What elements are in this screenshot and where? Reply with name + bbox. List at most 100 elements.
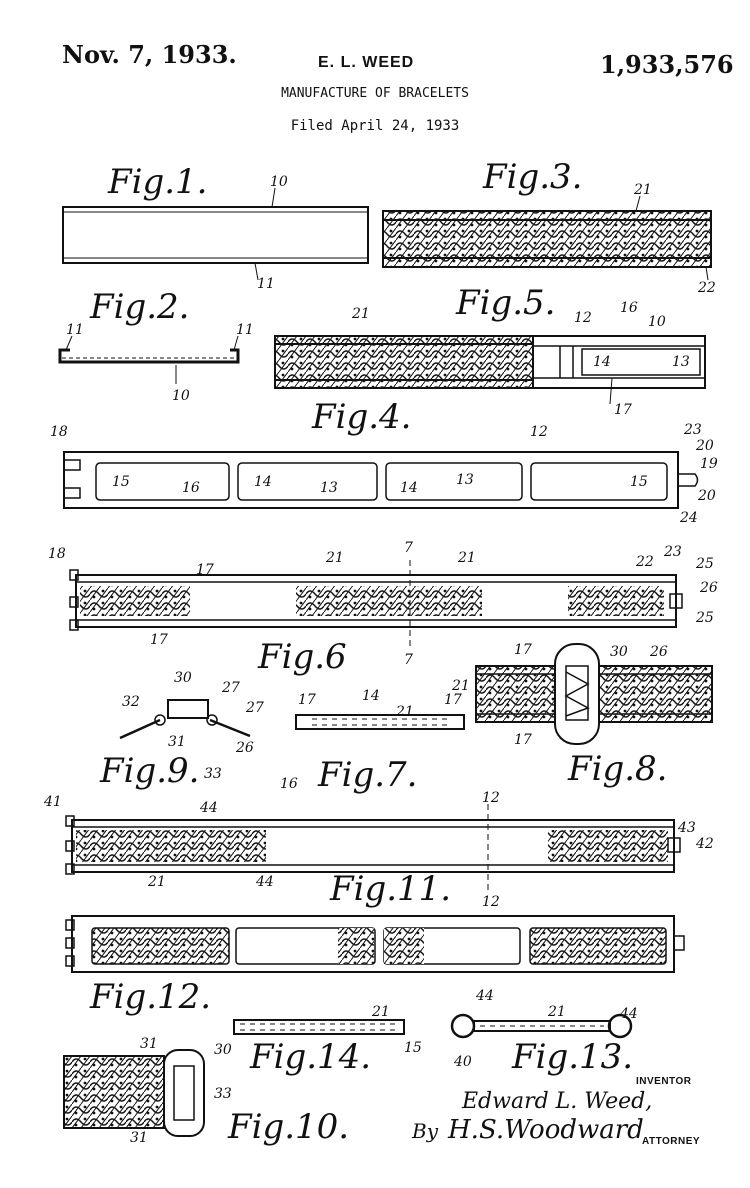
inventor-name: E. L. WEED [318,54,415,71]
ref-25-fig6-top: 25 [695,556,714,572]
ref-18-fig4: 18 [50,424,68,440]
ref-14-fig5: 14 [593,354,611,370]
ref-7-fig6-top: 7 [404,540,413,556]
ref-25-fig6-bottom: 25 [695,610,714,626]
ref-24-fig4: 24 [679,510,698,526]
ref-26-fig8: 26 [649,644,668,660]
ref-31-fig9: 31 [168,734,186,750]
filed-date: Filed April 24, 1933 [290,118,460,134]
ref-15-fig4-left: 15 [112,474,130,490]
ref-15-fig4-right: 15 [630,474,648,490]
fig7-drawing [295,714,465,730]
ref-22-fig3: 22 [697,280,716,296]
ref-16-fig5: 16 [620,300,638,316]
ref-30-fig10: 30 [214,1042,232,1058]
fig1-drawing [62,187,369,281]
ref-44-fig11-top: 44 [199,800,218,816]
ref-44-fig11-bottom: 44 [255,874,274,890]
fig3-drawing [382,195,712,281]
ref-23-fig4: 23 [683,422,702,438]
ref-20-fig4-bottom: 20 [697,488,716,504]
ref-17-fig8-bottom: 17 [514,732,532,748]
ref-13-fig5: 13 [672,354,690,370]
ref-30-fig8: 30 [610,644,628,660]
fig9-label: Fig.9. [99,751,199,791]
ref-32-fig9: 32 [122,694,140,710]
ref-17-fig7-left: 17 [298,692,316,708]
ref-41-fig11: 41 [43,794,62,810]
fig14-label: Fig.14. [249,1037,371,1077]
attorney-caption: ATTORNEY [642,1136,700,1147]
ref-12-fig4: 12 [530,424,548,440]
ref-7-fig6-bottom: 7 [404,652,413,668]
ref-42-fig11: 42 [695,836,714,852]
ref-14-fig7: 14 [362,688,380,704]
ref-18-fig6: 18 [48,546,66,562]
patent-title: MANUFACTURE OF BRACELETS [281,86,469,101]
ref-11: 11 [257,276,275,292]
ref-33-fig10: 33 [214,1086,232,1102]
ref-21-fig6-b: 21 [457,550,476,566]
ref-27-fig9: 27 [245,700,264,716]
ref-43-fig11: 43 [677,820,696,836]
ref-21-fig8: 21 [451,678,470,694]
fig12-drawing [65,915,685,973]
ref-14-fig4-b: 14 [400,480,418,496]
fig6-drawing [69,560,683,648]
fig14-drawing [233,1019,405,1035]
ref-11-fig2-left: 11 [66,322,84,338]
ref-30-fig9: 30 [174,670,192,686]
ref-10-fig5: 10 [648,314,666,330]
ref-21-fig5: 21 [351,306,370,322]
ref-12-fig11-bottom: 12 [482,894,500,910]
ref-22-fig6: 22 [635,554,654,570]
ref-33-fig9: 33 [204,766,222,782]
patent-date: Nov. 7, 1933. [62,40,237,69]
fig12-label: Fig.12. [89,977,211,1017]
attorney-signature: H.S.Woodward [447,1115,644,1145]
ref-31-fig10-top: 31 [140,1036,158,1052]
fig2-drawing [58,335,240,384]
fig6-label: Fig.6 [257,637,347,677]
fig5-drawing [274,335,706,405]
ref-13-fig4-a: 13 [320,480,338,496]
ref-17-fig6-top: 17 [196,562,214,578]
fig11-drawing [65,804,681,894]
ref-17-fig7-right: 17 [444,692,462,708]
fig7-label: Fig.7. [317,755,417,795]
ref-16-fig7: 16 [280,776,298,792]
ref-16-fig4: 16 [182,480,200,496]
ref-14-fig4-a: 14 [254,474,272,490]
ref-40-fig13: 40 [453,1054,472,1070]
ref-13-fig4-b: 13 [456,472,474,488]
fig11-label: Fig.11. [329,869,451,909]
by-label: By [411,1119,439,1143]
ref-11-fig2-right: 11 [236,322,254,338]
ref-10: 10 [270,174,288,190]
fig13-label: Fig.13. [511,1037,633,1077]
ref-15-fig14: 15 [404,1040,422,1056]
ref-17-fig6-bottom: 17 [150,632,168,648]
inventor-signature: Edward L. Weed, [461,1089,652,1114]
ref-21-fig7: 21 [395,704,414,720]
ref-21-fig11: 21 [147,874,166,890]
fig10-label: Fig.10. [227,1107,349,1147]
ref-12-fig11-top: 12 [482,790,500,806]
ref-21-fig14: 21 [371,1004,390,1020]
ref-21-fig13: 21 [547,1004,566,1020]
fig4-label: Fig.4. [311,397,411,437]
ref-37-fig9: 27 [221,680,240,696]
patent-number: 1,933,576 [600,50,734,79]
ref-44-fig13-right: 44 [619,1006,638,1022]
fig2-label: Fig.2. [89,287,189,327]
ref-23-fig6: 23 [663,544,682,560]
fig13-drawing [450,1013,633,1039]
ref-26-fig9: 26 [235,740,254,756]
ref-10-fig2: 10 [172,388,190,404]
fig3-label: Fig.3. [482,157,582,197]
fig8-drawing [475,643,713,745]
fig1-label: Fig.1. [107,162,207,202]
ref-21-fig3: 21 [633,182,652,198]
ref-17-fig5: 17 [614,402,632,418]
